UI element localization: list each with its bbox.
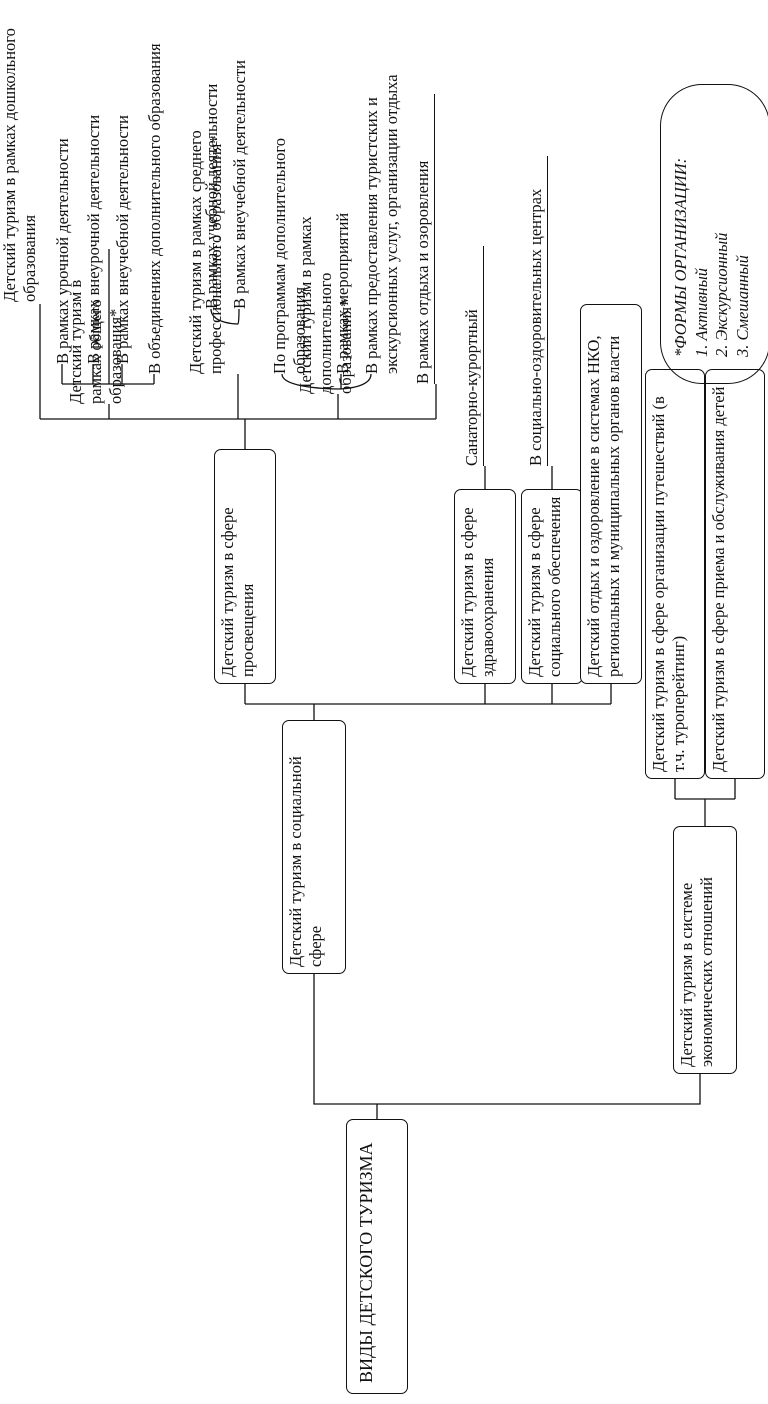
general-item-2: В рамках внеурочной деятельности bbox=[84, 114, 103, 364]
connector-additional-brace bbox=[281, 373, 372, 390]
forms-item-3: 3. Смешанный bbox=[732, 255, 752, 357]
social-sphere-box: Детский туризм в социальной сфере bbox=[282, 720, 346, 974]
social-sphere-label: Детский туризм в социальной сфере bbox=[286, 756, 326, 967]
general-item-3: В рамках внеучебной деятельности bbox=[113, 115, 132, 364]
connector-root-branch bbox=[313, 1074, 701, 1105]
preschool-label: Детский туризм в рамках дошкольного обра… bbox=[0, 28, 40, 302]
forms-item-1: 1. Активный bbox=[691, 267, 711, 357]
welfare-item: В социально-оздоровительных центрах bbox=[526, 156, 549, 466]
general-item-4: В объединениях дополнительного образован… bbox=[145, 43, 164, 374]
forms-title: *ФОРМЫ ОРГАНИЗАЦИИ: bbox=[671, 157, 690, 357]
connector-vocational-brace bbox=[210, 308, 240, 325]
general-item-1: В рамках урочной деятельности bbox=[53, 138, 72, 364]
ngo-label: Детский отдых и оздоровление в системах … bbox=[584, 335, 624, 677]
education-box: Детский туризм в сфере просвещения bbox=[214, 449, 276, 684]
reception-service-label: Детский туризм в сфере приема и обслужив… bbox=[709, 386, 728, 772]
recreation-label: В рамках отдыха и озоровления bbox=[413, 94, 436, 384]
vocational-item-1: В рамках учебной деятельности bbox=[202, 83, 221, 309]
ngo-box: Детский отдых и оздоровление в системах … bbox=[580, 304, 642, 684]
additional-item-3: В рамках предоставления туристских и экс… bbox=[362, 74, 402, 374]
health-item: Санаторно-курортный bbox=[462, 246, 485, 466]
education-label: Детский туризм в сфере просвещения bbox=[218, 507, 258, 677]
economic-relations-box: Детский туризм в системе экономических о… bbox=[673, 826, 737, 1074]
welfare-label: Детский туризм в сфере социального обесп… bbox=[525, 496, 565, 677]
reception-service-box: Детский туризм в сфере приема и обслужив… bbox=[705, 369, 765, 779]
health-label: Детский туризм в сфере здравоохранения bbox=[458, 507, 498, 677]
root-label: ВИДЫ ДЕТСКОГО ТУРИЗМА bbox=[356, 1142, 376, 1383]
welfare-box: Детский туризм в сфере социального обесп… bbox=[521, 489, 583, 684]
additional-item-2: В рамках мероприятий bbox=[333, 212, 352, 374]
travel-organization-label: Детский туризм в сфере организации путеш… bbox=[649, 396, 689, 772]
root-box: ВИДЫ ДЕТСКОГО ТУРИЗМА bbox=[346, 1119, 408, 1394]
travel-organization-box: Детский туризм в сфере организации путеш… bbox=[645, 369, 705, 779]
health-box: Детский туризм в сфере здравоохранения bbox=[454, 489, 516, 684]
additional-item-1: По программам дополнительного образовани… bbox=[270, 137, 310, 374]
economic-relations-label: Детский туризм в системе экономических о… bbox=[677, 877, 717, 1067]
forms-item-2: 2. Экскурсионный bbox=[712, 232, 732, 357]
vocational-item-2: В рамках внеучебной деятельности bbox=[230, 60, 249, 309]
forms-legend: *ФОРМЫ ОРГАНИЗАЦИИ: 1. Активный 2. Экску… bbox=[660, 84, 768, 384]
